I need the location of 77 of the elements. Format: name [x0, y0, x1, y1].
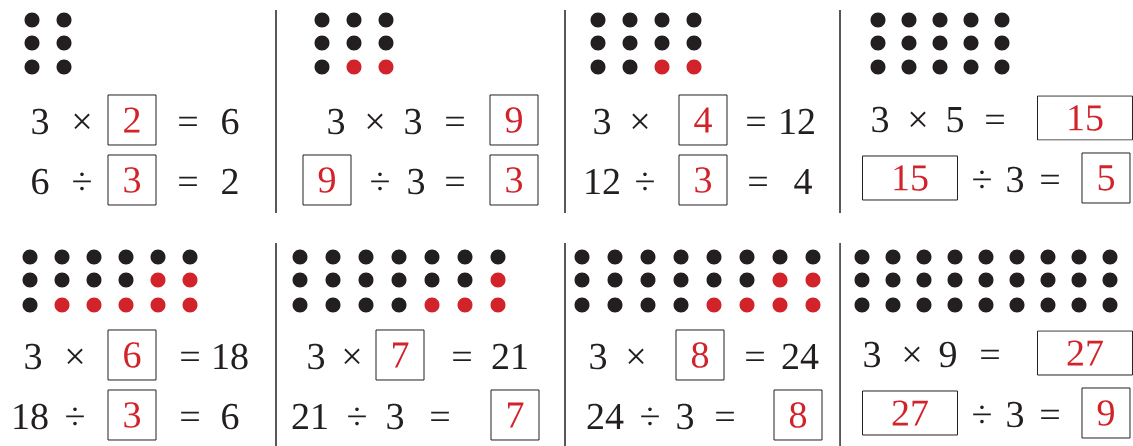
equation-term: ÷ — [66, 407, 84, 426]
equation-term: 21 — [492, 343, 527, 369]
answer-box: 15 — [862, 155, 958, 201]
equation-term: 3 — [32, 108, 49, 135]
equation-term: 3 — [25, 343, 42, 370]
equation-term: 18 — [214, 343, 248, 370]
answer-box: 7 — [375, 329, 425, 381]
equation-term: = — [431, 411, 449, 422]
equation-term: = — [986, 114, 1004, 125]
answer-box: 9 — [1081, 387, 1131, 439]
equation-term: × — [904, 346, 920, 363]
equation-term: × — [74, 113, 90, 130]
equation-term: = — [747, 116, 765, 127]
answer-box: 3 — [107, 389, 157, 441]
equation-term: ÷ — [641, 407, 659, 426]
equation-term: 3 — [308, 343, 325, 370]
equation-term: ÷ — [636, 172, 654, 191]
equation-term: 3 — [387, 403, 404, 430]
equation-term: 6 — [222, 403, 239, 430]
equation-term: 3 — [1007, 166, 1023, 193]
answer-box: 3 — [678, 154, 728, 206]
equation-term: 6 — [222, 108, 239, 135]
equation-term: 3 — [408, 168, 425, 195]
answer-box: 5 — [1081, 152, 1131, 204]
equation-term: 24 — [587, 403, 624, 429]
answer-box: 15 — [1037, 95, 1133, 141]
answer-box: 2 — [107, 94, 157, 146]
equation-term: = — [981, 349, 999, 360]
equation-term: = — [179, 116, 197, 127]
equation-term: = — [749, 176, 767, 187]
equation-term: 3 — [594, 108, 610, 135]
equation-term: = — [1041, 409, 1059, 420]
equation-term: × — [628, 348, 644, 365]
equation-term: 21 — [292, 403, 327, 429]
equation-term: 3 — [405, 108, 422, 135]
equation-term: = — [746, 351, 764, 362]
equation-term: ÷ — [73, 172, 91, 191]
equation-term: = — [181, 351, 199, 362]
equation-term: ÷ — [973, 405, 991, 424]
equation-term: 3 — [590, 343, 606, 370]
equation-term: = — [446, 176, 464, 187]
equation-term: × — [67, 348, 83, 365]
equation-term: × — [632, 113, 648, 130]
answer-box: 6 — [107, 329, 157, 381]
equation-term: 3 — [677, 403, 693, 430]
equation-term: 12 — [586, 168, 619, 194]
equation-term: ÷ — [371, 172, 389, 191]
equation-term: = — [181, 411, 199, 422]
equation-term: = — [716, 411, 734, 422]
equation-term: = — [1041, 174, 1059, 185]
answer-box: 27 — [862, 390, 958, 436]
answer-box: 9 — [302, 154, 352, 206]
equation-term: 5 — [947, 107, 963, 133]
equation-term: 4 — [794, 169, 812, 194]
equation-term: 2 — [222, 168, 238, 194]
equation-term: 12 — [781, 108, 814, 134]
equation-term: = — [453, 351, 471, 362]
equation-term: × — [910, 111, 926, 128]
answer-box: 9 — [489, 94, 539, 146]
answer-box: 3 — [489, 154, 539, 206]
equation-term: × — [367, 113, 383, 130]
equation-term: 24 — [782, 343, 819, 369]
equation-term: 6 — [32, 168, 49, 195]
answer-box: 8 — [773, 389, 823, 441]
equation-term: = — [179, 176, 197, 187]
equation-term: 9 — [939, 341, 956, 368]
equation-term: 18 — [14, 403, 48, 430]
answer-box: 3 — [107, 154, 157, 206]
answer-box: 7 — [490, 389, 540, 441]
equation-term: 3 — [1007, 401, 1023, 428]
equation-term: 3 — [864, 341, 880, 368]
equation-term: ÷ — [348, 407, 366, 426]
answer-box: 4 — [678, 94, 728, 146]
answer-box: 27 — [1037, 330, 1133, 376]
answer-box: 8 — [675, 329, 725, 381]
equation-term: ÷ — [973, 170, 991, 189]
equation-term: = — [446, 116, 464, 127]
